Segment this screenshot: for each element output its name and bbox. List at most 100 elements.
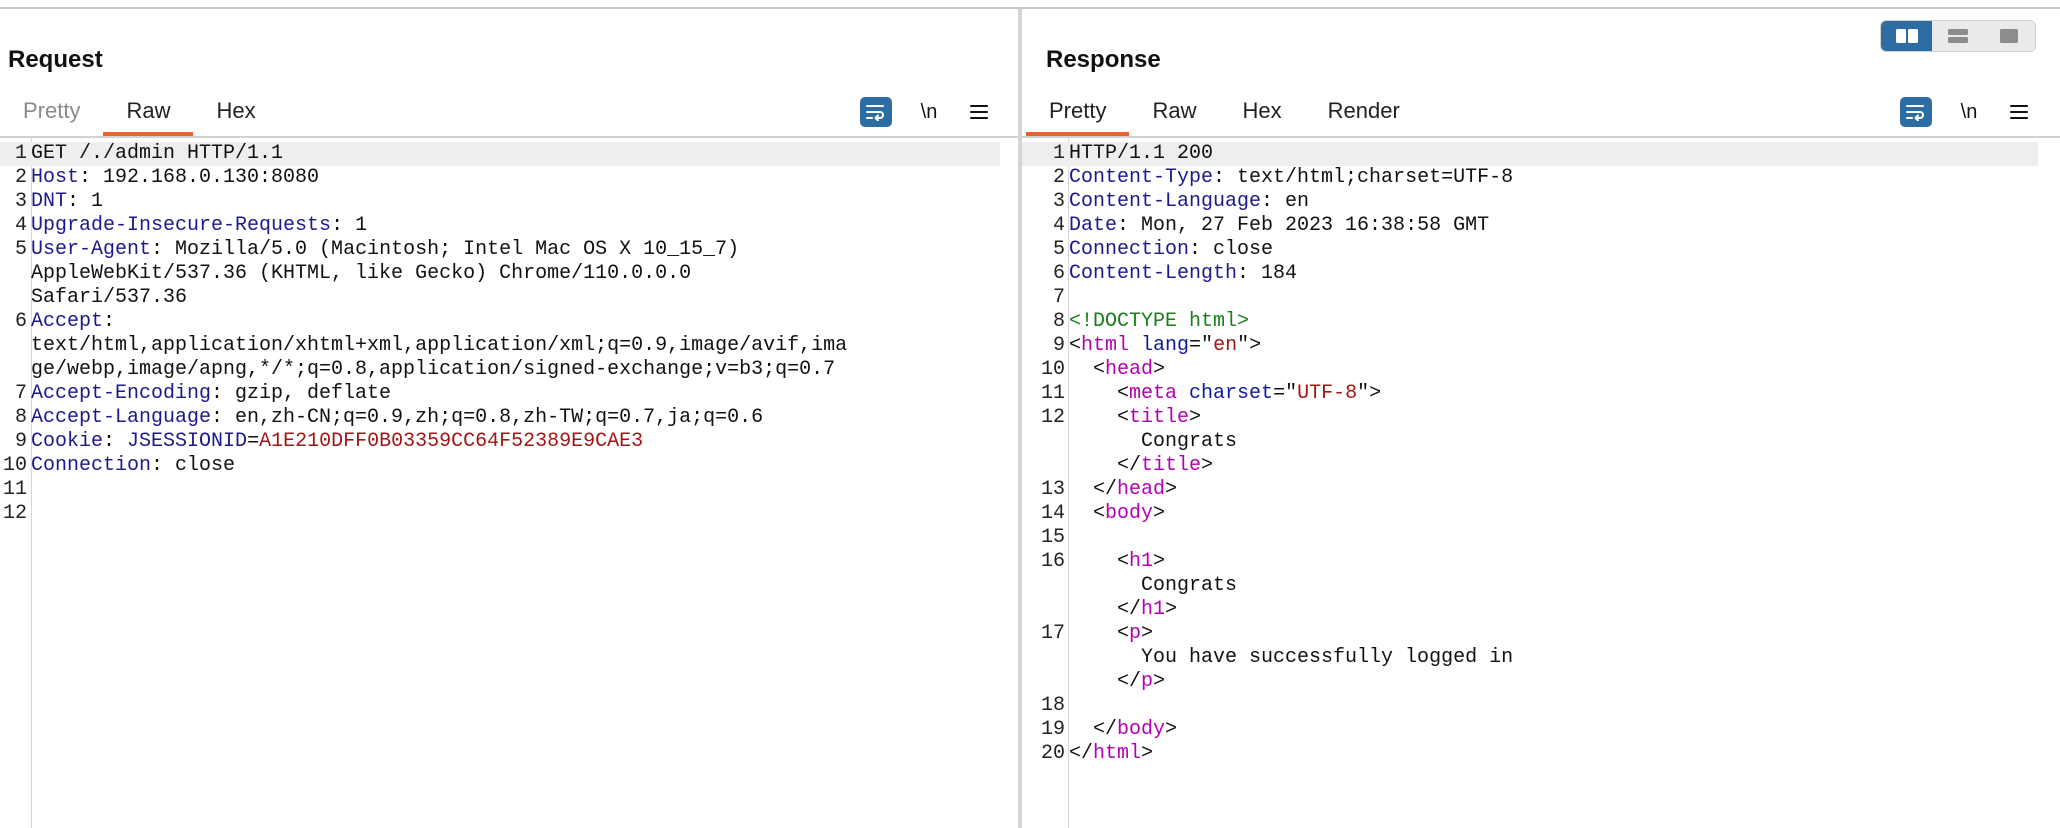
code-token: head — [1117, 478, 1166, 501]
code-token: p — [1141, 670, 1154, 693]
code-line: 11 <meta charset="UTF-8"> — [1022, 382, 2038, 406]
line-text: Cookie: JSESSIONID=A1E210DFF0B03359CC64F… — [31, 430, 643, 454]
line-number: 6 — [14, 310, 27, 333]
line-text: Connection: close — [31, 454, 235, 478]
code-line: 20</html> — [1022, 742, 2038, 766]
response-options-menu-button[interactable] — [2006, 97, 2032, 127]
code-line: 14 <body> — [1022, 502, 2038, 526]
code-token: body — [1105, 502, 1154, 525]
response-tab-pretty[interactable]: Pretty — [1026, 93, 1130, 136]
line-number: 1 — [14, 142, 27, 165]
code-token: > — [1153, 358, 1166, 381]
code-token: > — [1153, 670, 1166, 693]
line-text: Accept-Encoding: gzip, deflate — [31, 382, 391, 406]
response-word-wrap-button[interactable] — [1900, 97, 1932, 127]
line-text: DNT: 1 — [31, 190, 103, 214]
code-token: : text/html,application/xhtml+xml,applic… — [31, 310, 848, 381]
code-token: > Congrats </ — [1117, 550, 1238, 621]
word-wrap-icon — [866, 105, 884, 121]
code-token: GET /./admin HTTP/1.1 — [31, 142, 284, 165]
line-number: 12 — [2, 502, 27, 525]
request-show-newlines-button[interactable]: \n — [920, 100, 938, 123]
code-line: 12 — [0, 502, 1000, 526]
word-wrap-icon — [1906, 105, 1924, 121]
code-token: : 184 — [1237, 262, 1298, 285]
code-token: h1 — [1129, 550, 1154, 573]
request-word-wrap-button[interactable] — [860, 97, 892, 127]
line-text: <h1> Congrats </h1> — [1069, 550, 1237, 622]
code-line: 7 — [1022, 286, 2038, 310]
request-tab-raw[interactable]: Raw — [103, 93, 194, 136]
code-token: Accept-Encoding — [31, 382, 212, 405]
request-options-menu-button[interactable] — [966, 97, 992, 127]
code-token: =" — [1189, 334, 1214, 357]
layout-view-selector — [1880, 20, 2036, 52]
code-token: : Mozilla/5.0 (Macintosh; Intel Mac OS X… — [31, 238, 740, 309]
code-token: : 192.168.0.130:8080 — [79, 166, 320, 189]
code-token: User-Agent — [31, 238, 152, 261]
line-text: Content-Language: en — [1069, 190, 1309, 214]
line-number: 15 — [1040, 526, 1065, 549]
code-line: 11 — [0, 478, 1000, 502]
code-token: Host — [31, 166, 80, 189]
line-text: <html lang="en"> — [1069, 334, 1261, 358]
single-pane-icon — [2000, 29, 2019, 43]
line-number: 7 — [14, 382, 27, 405]
request-gutter-divider — [31, 138, 32, 828]
code-token: </ — [1069, 718, 1118, 741]
code-line: 10 <head> — [1022, 358, 2038, 382]
code-token: html — [1081, 334, 1130, 357]
hamburger-menu-icon — [2010, 105, 2028, 119]
line-number: 13 — [1040, 478, 1065, 501]
line-number: 11 — [2, 478, 27, 501]
code-token: : — [103, 430, 128, 453]
response-title: Response — [1046, 46, 1161, 73]
code-token: Cookie — [31, 430, 104, 453]
code-token: JSESSIONID — [127, 430, 248, 453]
response-tab-render[interactable]: Render — [1327, 98, 1400, 123]
line-text: <!DOCTYPE html> — [1069, 310, 1249, 334]
response-tab-raw[interactable]: Raw — [1152, 98, 1197, 123]
code-token: > — [1201, 454, 1214, 477]
code-token: head — [1105, 358, 1154, 381]
line-number: 12 — [1040, 406, 1065, 429]
split-columns-button[interactable] — [1881, 21, 1933, 51]
code-token: < — [1069, 550, 1130, 573]
code-token: Accept-Language — [31, 406, 212, 429]
code-token: Connection — [31, 454, 152, 477]
code-token: charset — [1177, 382, 1274, 405]
request-tab-pretty[interactable]: Pretty — [23, 98, 81, 123]
request-tab-hex[interactable]: Hex — [216, 98, 256, 123]
line-number: 3 — [1052, 190, 1065, 213]
code-token: lang — [1129, 334, 1190, 357]
line-text: </body> — [1069, 718, 1177, 742]
line-text: Connection: close — [1069, 238, 1273, 262]
code-token: : gzip, deflate — [211, 382, 392, 405]
line-text: User-Agent: Mozilla/5.0 (Macintosh; Inte… — [31, 238, 739, 310]
pane-splitter[interactable] — [1018, 9, 1022, 828]
code-token: < — [1069, 334, 1082, 357]
line-number: 7 — [1052, 286, 1065, 309]
single-pane-button[interactable] — [1984, 21, 2035, 51]
code-token: Content-Type — [1069, 166, 1214, 189]
split-rows-icon — [1947, 29, 1968, 43]
split-rows-button[interactable] — [1932, 21, 1983, 51]
response-show-newlines-button[interactable]: \n — [1960, 100, 1978, 123]
line-number: 17 — [1040, 622, 1065, 645]
line-number: 5 — [1052, 238, 1065, 261]
code-token: : en — [1261, 190, 1310, 213]
code-token: : 1 — [331, 214, 368, 237]
code-token: Accept — [31, 310, 104, 333]
response-tab-hex[interactable]: Hex — [1242, 98, 1282, 123]
